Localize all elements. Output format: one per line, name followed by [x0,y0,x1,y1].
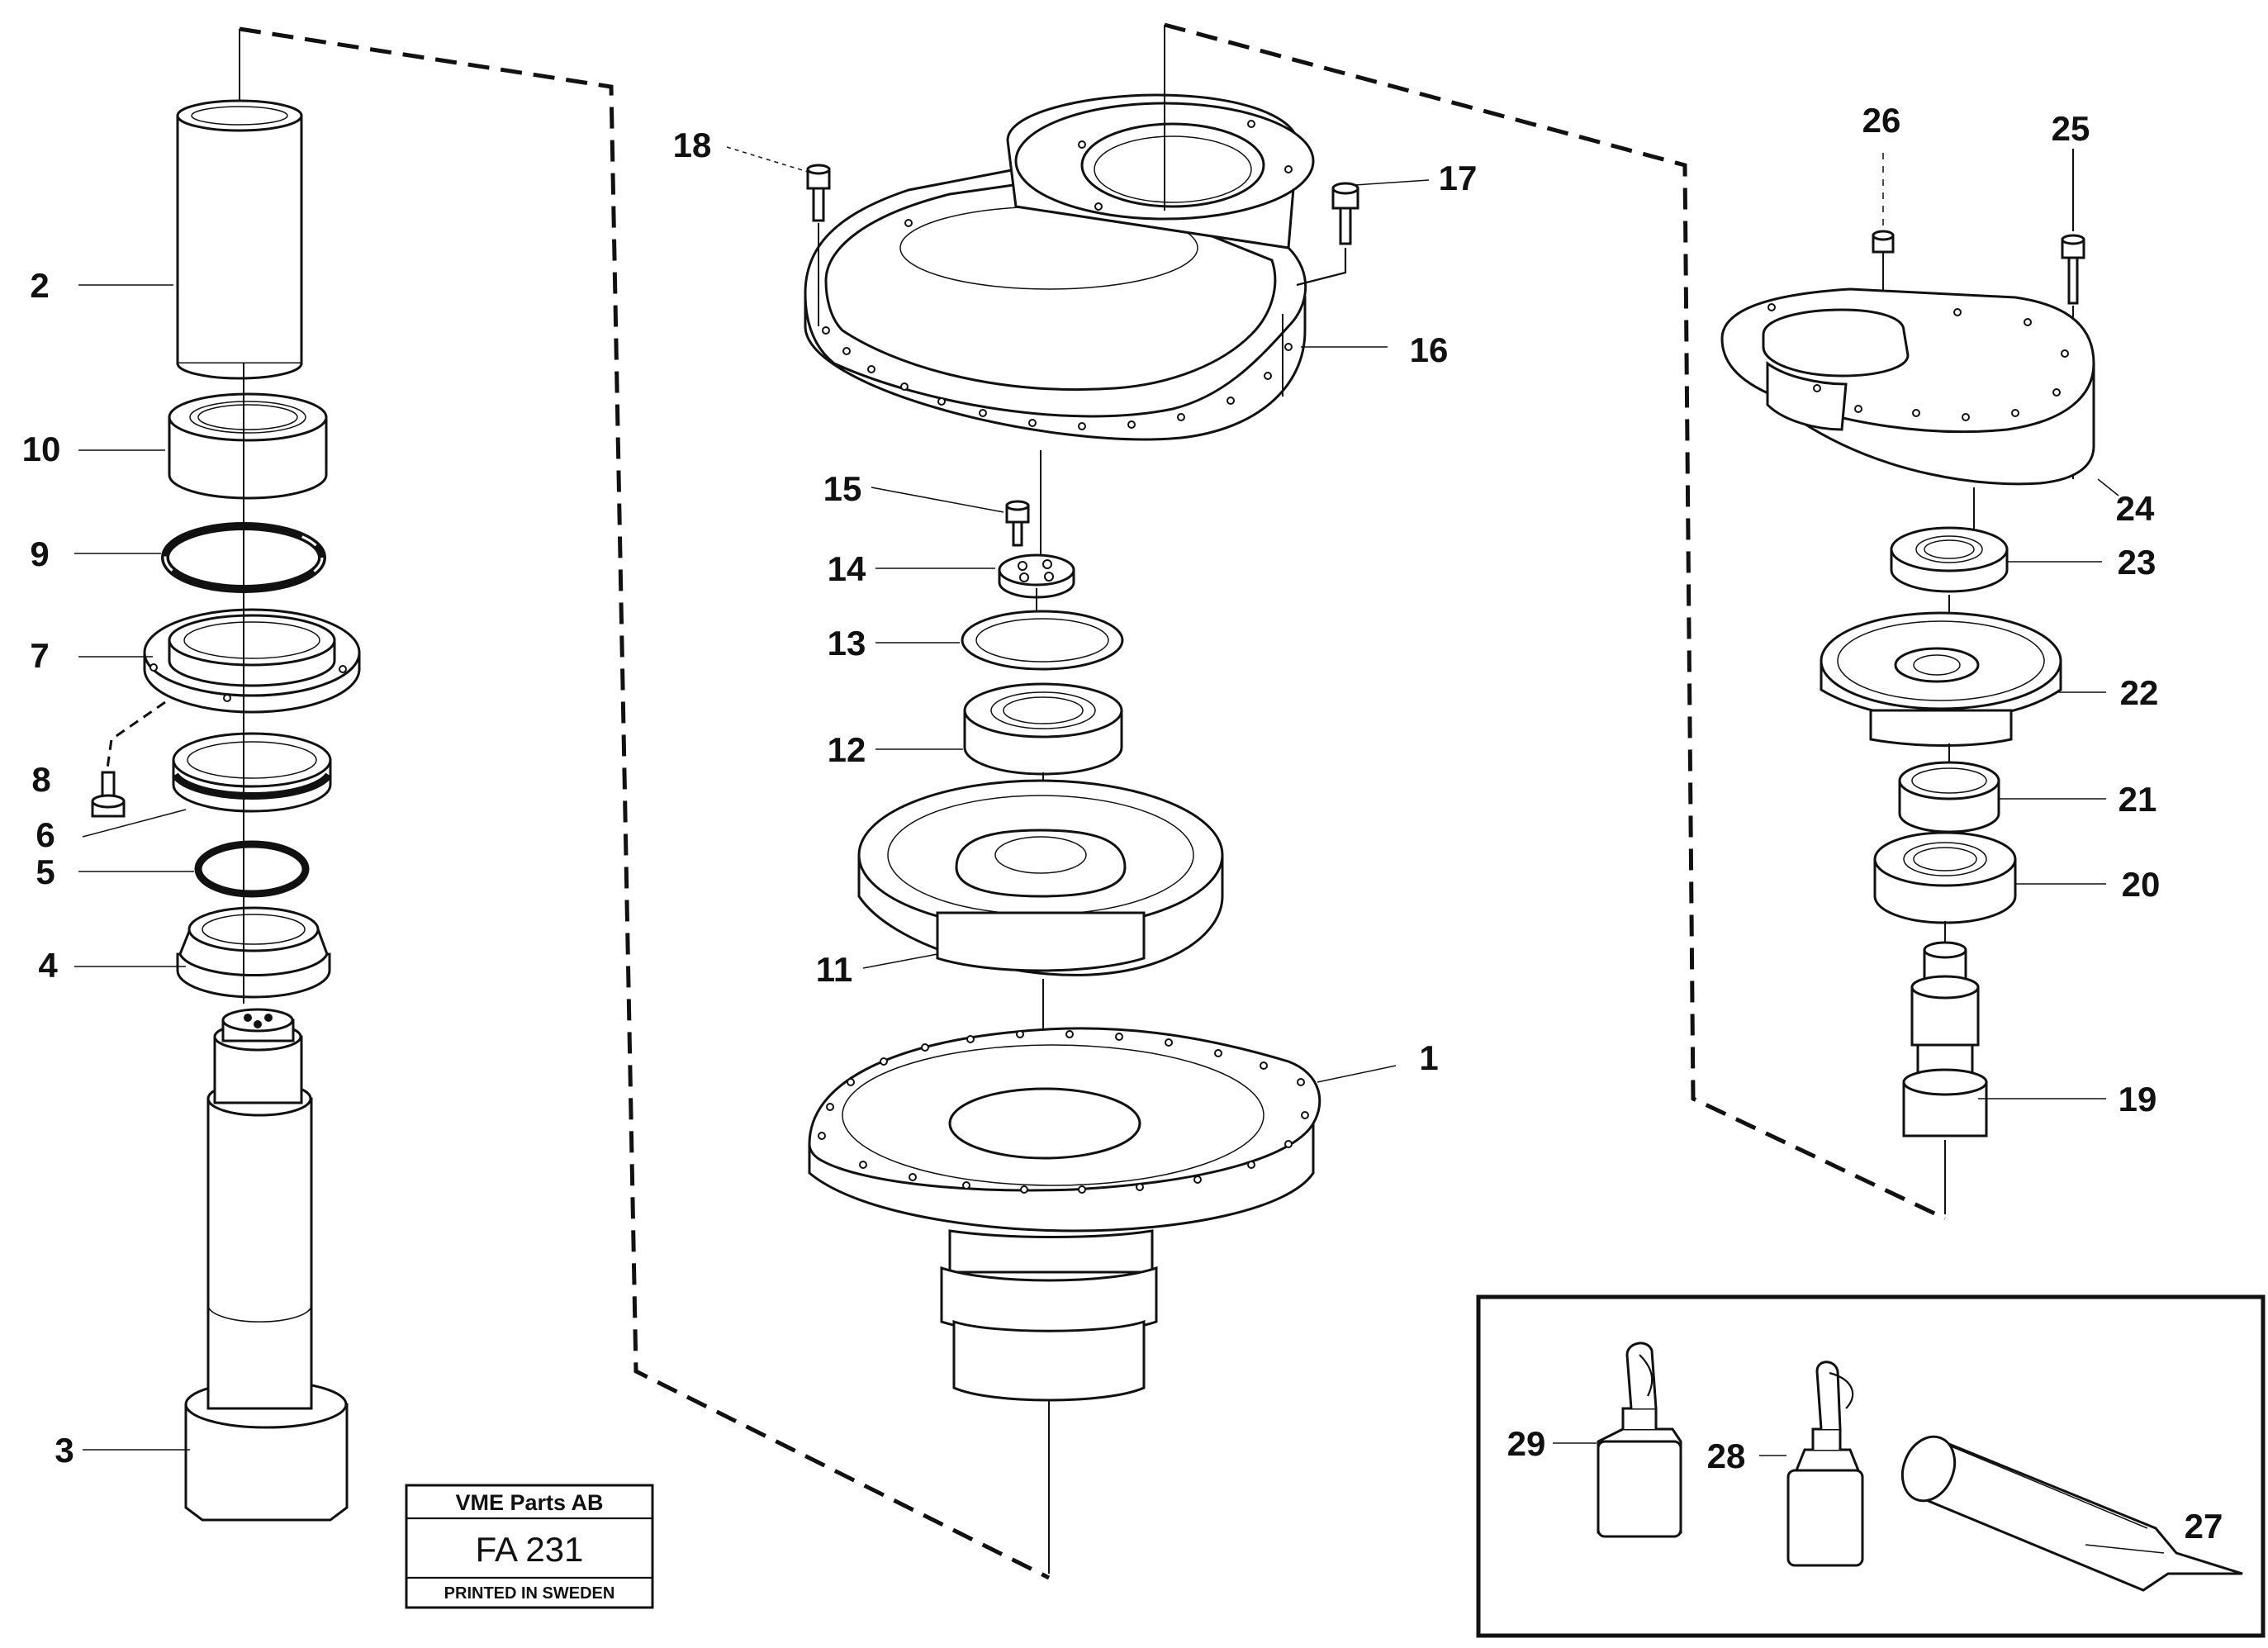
gear-wheel-part-22 [1820,611,2062,747]
washer-plate-part-14 [998,553,1075,599]
bushing-part-4 [176,906,331,999]
ring-part-13 [961,610,1124,671]
housing-cover-part-16 [804,93,1315,441]
lubricant-inset-box [1476,1294,2266,1638]
oil-bottle-28-icon [1786,1361,1864,1567]
pinion-shaft-part-19 [1902,941,1988,1214]
center-gearbox-assembly [804,25,1359,1574]
leader-lines [74,146,2165,1554]
callout-27: 27 [2185,1507,2223,1546]
gear-cover-part-24 [1720,287,2095,486]
callout-29: 29 [1507,1424,1546,1463]
callout-20: 20 [2122,865,2161,904]
callout-25: 25 [2052,109,2090,148]
callout-11: 11 [816,950,852,989]
bolt-part-18 [806,164,831,326]
callout-19: 19 [2119,1080,2157,1118]
callout-14: 14 [828,549,866,588]
callout-9: 9 [30,534,49,573]
pinion-shaft-part-3 [184,1008,349,1522]
grease-cartridge-27-icon [1900,1435,2243,1592]
callout-15: 15 [823,469,862,508]
bolt-part-17 [1296,182,1359,287]
stamp-company: VME Parts AB [455,1490,603,1515]
left-shaft-assembly [91,29,361,1522]
callout-10: 10 [22,430,61,468]
flange-cover-part-7 [143,608,361,714]
bolt-part-8 [91,701,166,818]
callout-21: 21 [2119,780,2157,819]
bearing-part-12 [963,682,1123,776]
callout-23: 23 [2118,543,2156,582]
callout-6: 6 [36,815,55,854]
bearing-part-20 [1873,831,2017,924]
parts-catalog-stamp: VME Parts AB FA 231 PRINTED IN SWEDEN [405,1484,654,1609]
callout-3: 3 [55,1431,74,1470]
gear-wheel-part-11 [857,779,1224,976]
callout-8: 8 [31,760,50,799]
bearing-part-10 [168,392,328,500]
callout-28: 28 [1707,1437,1746,1475]
sleeve-tube-part [176,99,303,380]
callout-26: 26 [1862,101,1901,140]
callout-12: 12 [828,730,866,769]
stamp-footer: PRINTED IN SWEDEN [444,1584,615,1603]
callout-labels: 2 10 9 7 8 6 5 4 3 18 17 16 15 14 13 12 … [22,101,2223,1546]
seal-ring-part-6 [172,732,332,813]
callout-5: 5 [36,852,55,891]
dashed-connection-lines [239,22,1947,1580]
callout-18: 18 [673,126,712,164]
callout-16: 16 [1410,330,1449,369]
callout-2: 2 [30,266,49,305]
bottom-flange-part-1 [808,1027,1321,1402]
stamp-code: FA 231 [476,1530,584,1569]
callout-13: 13 [828,624,866,663]
spacer-part-21 [1898,761,2000,833]
callout-7: 7 [30,636,49,675]
oil-bottle-29-icon [1597,1342,1682,1538]
bolt-part-15 [1005,500,1030,547]
callout-1: 1 [1419,1038,1438,1077]
callout-4: 4 [38,946,58,985]
o-ring-part-5 [194,840,310,898]
bearing-part-23 [1890,526,2009,593]
callout-24: 24 [2116,489,2155,528]
right-gear-assembly [1720,149,2095,1214]
callout-17: 17 [1439,159,1478,197]
callout-22: 22 [2120,673,2159,712]
